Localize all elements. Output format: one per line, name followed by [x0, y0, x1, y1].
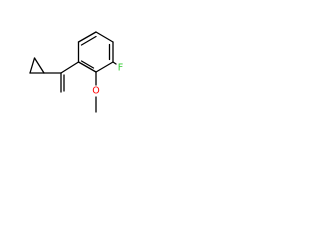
- ring-bond-2: [77, 31, 97, 43]
- ring-bond-5: [95, 61, 114, 73]
- ring-bond-6: [77, 61, 97, 73]
- ring-double-3: [80, 60, 95, 69]
- molecule-structure: F O: [29, 31, 123, 113]
- oxygen-label: O: [92, 86, 99, 97]
- bond-cp-a: [33, 57, 45, 74]
- ring-double-1: [80, 35, 97, 46]
- bond-ring-to-fluorine: [112, 61, 117, 65]
- bond-cp-b: [29, 57, 36, 74]
- exocyclic-double-bond: [60, 72, 65, 93]
- cyclopropyl-ring: [29, 57, 45, 74]
- ring-bond-3: [95, 31, 114, 43]
- bond-vinyl-to-ring: [60, 61, 80, 74]
- fluorine-label: F: [118, 63, 123, 74]
- benzene-ring: [77, 31, 114, 73]
